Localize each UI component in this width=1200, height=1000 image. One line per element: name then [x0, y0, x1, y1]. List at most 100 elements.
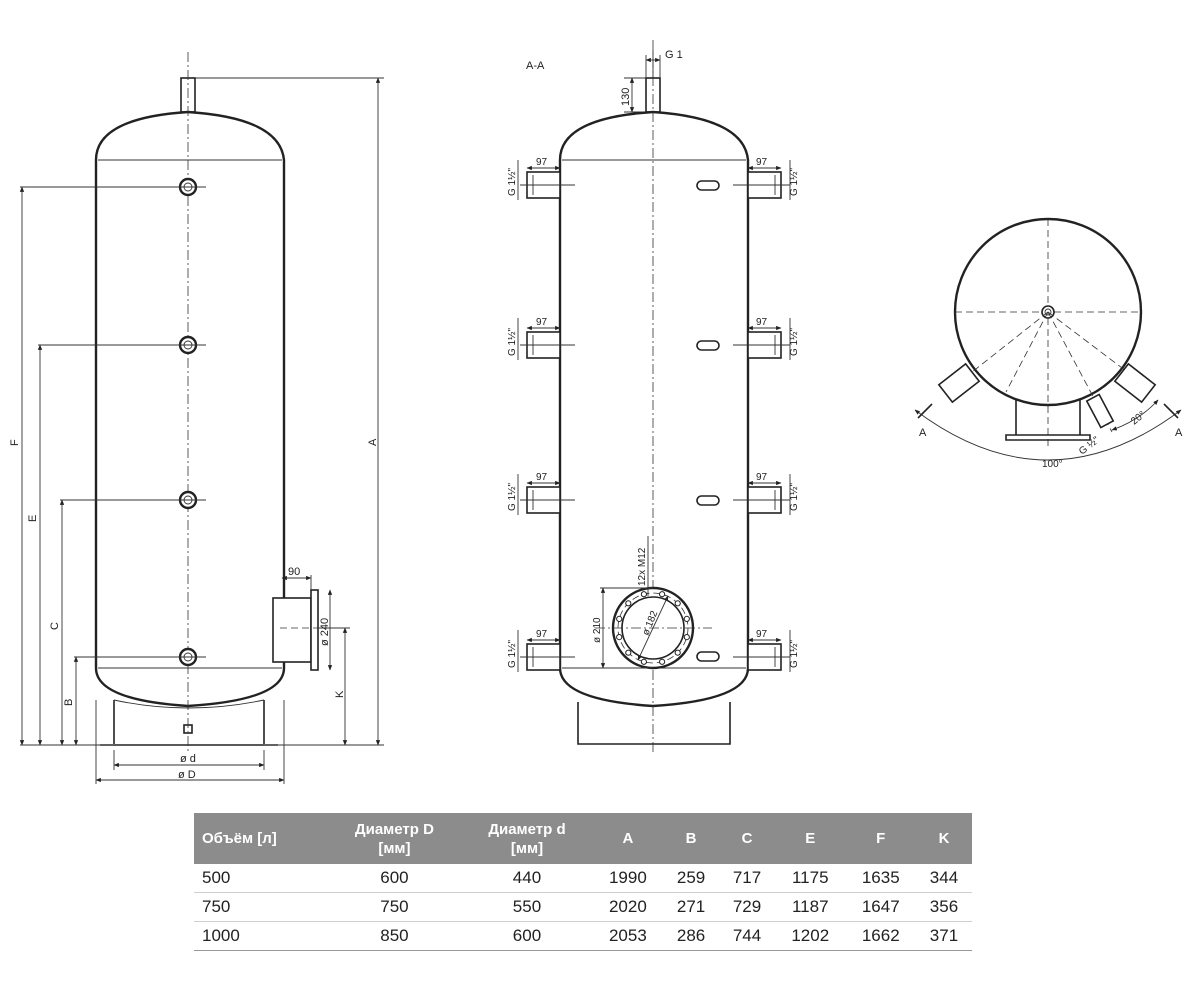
table-header-row: Объём [л] Диаметр D [мм] Диаметр d [мм] … — [194, 813, 972, 864]
table-cell: 286 — [663, 921, 720, 951]
header-f: F — [845, 813, 916, 864]
flange-diameter-label: ø 240 — [319, 618, 331, 646]
bolt-hole — [674, 600, 681, 607]
bolt-hole — [659, 658, 666, 665]
table-cell: 1647 — [845, 892, 916, 922]
bolt-hole — [640, 591, 648, 598]
table-cell: 1000 — [194, 921, 328, 951]
table-cell: 259 — [663, 864, 720, 893]
table-cell: 1662 — [845, 921, 916, 951]
plan-drain-nozzle — [1085, 393, 1115, 429]
flange-bolts-label: 12x M12 — [637, 547, 648, 586]
section-view: A-A G 1 130 — [507, 40, 800, 752]
dim-b-label: B — [63, 699, 75, 706]
nozzle-dimensions — [517, 160, 791, 672]
cut-left-label: A — [919, 427, 927, 439]
bolt-hole — [683, 615, 690, 623]
table-cell: 1990 — [592, 864, 664, 893]
plan-left-nozzle — [937, 362, 981, 404]
header-diameter-large-text: Диаметр D [мм] — [354, 820, 434, 857]
bolt-hole — [625, 649, 632, 656]
plan-view: A A 100° 20° G ½" — [914, 217, 1183, 470]
bolt-hole — [674, 649, 681, 656]
table-cell: 600 — [327, 864, 462, 893]
table-cell: 1635 — [845, 864, 916, 893]
table-cell: 850 — [327, 921, 462, 951]
nozzle-thread-label: G 1½" — [789, 168, 800, 196]
dim-f-label: F — [9, 439, 21, 446]
nozzle-length-label: 97 — [756, 629, 768, 640]
header-diameter-small-text: Диаметр d [мм] — [488, 820, 566, 857]
table-row: 750 750 550 2020 271 729 1187 1647 356 — [194, 892, 972, 922]
right-nozzles — [733, 171, 790, 671]
cut-right-label: A — [1175, 427, 1183, 439]
nozzle-length-label: 97 — [756, 157, 768, 168]
header-b: B — [663, 813, 720, 864]
table-cell: 2020 — [592, 892, 664, 922]
nozzle-length-label: 97 — [536, 472, 548, 483]
large-diameter-label: ø D — [178, 769, 196, 781]
header-c: C — [719, 813, 776, 864]
table-cell: 500 — [194, 864, 328, 893]
table-cell: 729 — [719, 892, 776, 922]
port-circles — [170, 177, 206, 667]
side-flange — [272, 589, 346, 671]
table-cell: 2053 — [592, 921, 664, 951]
table-cell: 1187 — [775, 892, 846, 922]
table-cell: 600 — [461, 921, 593, 951]
left-nozzles — [520, 171, 575, 671]
header-diameter-large: Диаметр D [мм] — [327, 813, 462, 864]
nozzle-thread-label: G 1½" — [789, 483, 800, 511]
nozzle-thread-label: G 1½" — [789, 328, 800, 356]
angle-total-label: 100° — [1042, 459, 1063, 470]
small-diameter-label: ø d — [180, 753, 196, 765]
table-cell: 271 — [663, 892, 720, 922]
nozzle-thread-label: G 1½" — [507, 328, 518, 356]
header-volume: Объём [л] — [194, 813, 328, 864]
flange-bolt-holes — [616, 591, 690, 665]
bolt-hole — [616, 615, 623, 623]
nozzle-thread-label: G 1½" — [789, 640, 800, 668]
bolt-hole — [683, 634, 690, 641]
plan-bracket — [1005, 400, 1091, 441]
sensor-pockets — [696, 180, 720, 662]
nozzle-thread-label: G 1½" — [507, 483, 518, 511]
flange-outer-label: ø 210 — [592, 617, 603, 643]
table-cell: 1202 — [775, 921, 846, 951]
nozzle-thread-label: G 1½" — [507, 640, 518, 668]
plan-right-nozzle — [1113, 362, 1157, 404]
tank-body — [94, 110, 286, 708]
header-diameter-small: Диаметр d [мм] — [461, 813, 593, 864]
table-cell: 750 — [327, 892, 462, 922]
table-cell: 356 — [915, 892, 972, 922]
flange-depth-label: 90 — [288, 566, 300, 578]
bolt-hole — [659, 591, 666, 598]
nozzle-length-label: 97 — [536, 157, 548, 168]
nozzle-length-label: 97 — [756, 472, 768, 483]
section-label: A-A — [526, 60, 545, 72]
header-e: E — [775, 813, 846, 864]
table-cell: 717 — [719, 864, 776, 893]
header-k: K — [915, 813, 972, 864]
table-cell: 550 — [461, 892, 593, 922]
side-dimensions — [19, 77, 384, 784]
bolt-hole — [616, 634, 623, 641]
bolt-hole — [625, 600, 632, 607]
side-view: F E C B A K ø 240 90 ø d ø D — [9, 52, 384, 784]
nozzle-length-label: 97 — [756, 317, 768, 328]
top-height-label: 130 — [620, 88, 632, 106]
nozzle-length-label: 97 — [536, 629, 548, 640]
bolt-hole — [640, 658, 648, 665]
header-a: A — [592, 813, 664, 864]
nozzle-thread-label: G 1½" — [507, 168, 518, 196]
dim-a-label: A — [367, 438, 379, 446]
technical-drawing: F E C B A K ø 240 90 ø d ø D A-A G 1 130 — [9, 40, 1183, 784]
dim-k-label: K — [334, 690, 346, 698]
table-row: 1000 850 600 2053 286 744 1202 1662 371 — [194, 921, 972, 951]
table-cell: 371 — [915, 921, 972, 951]
table-cell: 750 — [194, 892, 328, 922]
table-row: 500 600 440 1990 259 717 1175 1635 344 — [194, 864, 972, 893]
spec-table: Объём [л] Диаметр D [мм] Диаметр d [мм] … — [194, 813, 972, 951]
dim-e-label: E — [27, 515, 39, 522]
table-cell: 744 — [719, 921, 776, 951]
